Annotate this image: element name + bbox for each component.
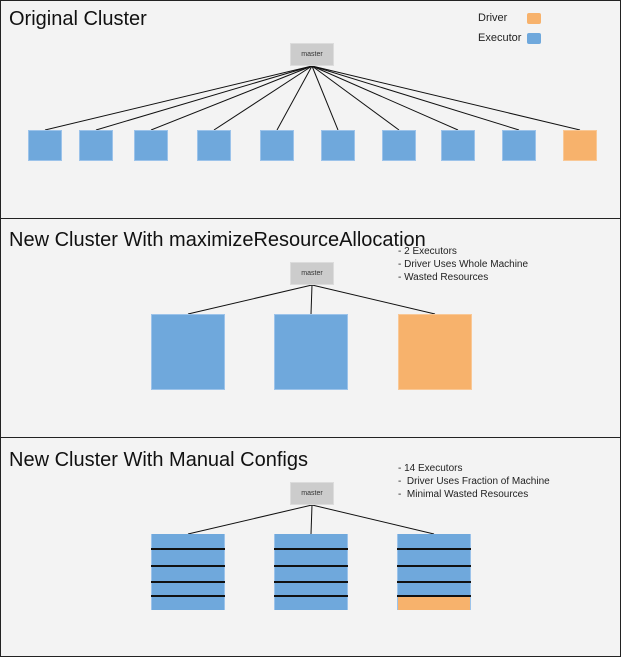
executor-slot bbox=[398, 549, 470, 566]
master-link-line bbox=[311, 284, 436, 315]
slot-divider bbox=[397, 548, 471, 550]
panel-notes: - 2 Executors - Driver Uses Whole Machin… bbox=[398, 245, 528, 284]
executor-node bbox=[197, 130, 231, 161]
slot-divider bbox=[151, 548, 225, 550]
master-link-line bbox=[311, 65, 339, 131]
executor-node bbox=[382, 130, 416, 161]
driver-node bbox=[563, 130, 597, 161]
executor-slot bbox=[152, 596, 224, 610]
master-link-line bbox=[150, 65, 313, 131]
executor-slot bbox=[398, 534, 470, 549]
slot-divider bbox=[397, 581, 471, 583]
legend-label-executor: Executor bbox=[478, 32, 522, 44]
executor-node bbox=[441, 130, 475, 161]
panel-divider bbox=[0, 437, 621, 438]
driver-slot bbox=[398, 596, 470, 610]
panel-divider bbox=[0, 218, 621, 219]
panel-title: Original Cluster bbox=[9, 8, 147, 30]
executor-node bbox=[151, 314, 225, 390]
slot-divider bbox=[274, 565, 348, 567]
note-line: - 14 Executors bbox=[398, 463, 463, 474]
slot-divider bbox=[151, 581, 225, 583]
executor-slot bbox=[152, 566, 224, 582]
executor-node bbox=[274, 314, 348, 390]
legend-swatch-driver bbox=[527, 13, 541, 24]
panel-title: New Cluster With Manual Configs bbox=[9, 449, 308, 471]
executor-node bbox=[321, 130, 355, 161]
legend-label-driver: Driver bbox=[478, 12, 508, 24]
master-link-line bbox=[310, 284, 313, 315]
slot-divider bbox=[397, 595, 471, 597]
executor-slot bbox=[398, 582, 470, 596]
connection-lines bbox=[187, 284, 436, 315]
executor-slot bbox=[152, 582, 224, 596]
panel-title: New Cluster With maximizeResourceAllocat… bbox=[9, 229, 426, 251]
master-link-line bbox=[311, 504, 435, 535]
executor-node bbox=[134, 130, 168, 161]
slot-divider bbox=[274, 595, 348, 597]
note-line: - Wasted Resources bbox=[398, 272, 489, 283]
legend-swatch-executor bbox=[527, 33, 541, 44]
note-line: - Driver Uses Fraction of Machine bbox=[398, 476, 550, 487]
slot-divider bbox=[151, 565, 225, 567]
executor-slot bbox=[152, 534, 224, 549]
machine-node bbox=[151, 534, 225, 610]
executor-slot bbox=[275, 582, 347, 596]
master-link-line bbox=[276, 65, 313, 131]
executor-slot bbox=[398, 566, 470, 582]
note-line: - 2 Executors bbox=[398, 246, 457, 257]
connection-lines bbox=[187, 504, 435, 535]
executor-node bbox=[260, 130, 294, 161]
connection-lines bbox=[44, 65, 581, 131]
machine-node bbox=[274, 534, 348, 610]
master-link-line bbox=[44, 65, 313, 131]
master-node: master bbox=[290, 482, 334, 505]
master-link-line bbox=[311, 65, 581, 131]
executor-node bbox=[28, 130, 62, 161]
master-link-line bbox=[310, 504, 313, 535]
master-link-line bbox=[187, 504, 313, 535]
master-link-line bbox=[187, 284, 313, 315]
executor-slot bbox=[275, 566, 347, 582]
master-link-line bbox=[311, 65, 400, 131]
slot-divider bbox=[274, 548, 348, 550]
executor-slot bbox=[152, 549, 224, 566]
slot-divider bbox=[274, 581, 348, 583]
slot-divider bbox=[151, 595, 225, 597]
master-node: master bbox=[290, 43, 334, 66]
executor-node bbox=[502, 130, 536, 161]
driver-node bbox=[398, 314, 472, 390]
master-node: master bbox=[290, 262, 334, 285]
note-line: - Minimal Wasted Resources bbox=[398, 489, 529, 500]
master-link-line bbox=[311, 65, 459, 131]
machine-node bbox=[397, 534, 471, 610]
executor-node bbox=[79, 130, 113, 161]
slot-divider bbox=[397, 565, 471, 567]
executor-slot bbox=[275, 596, 347, 610]
panel-notes: - 14 Executors - Driver Uses Fraction of… bbox=[398, 462, 550, 501]
master-link-line bbox=[95, 65, 313, 131]
master-link-line bbox=[213, 65, 313, 131]
executor-slot bbox=[275, 549, 347, 566]
master-link-line bbox=[311, 65, 520, 131]
note-line: - Driver Uses Whole Machine bbox=[398, 259, 529, 270]
executor-slot bbox=[275, 534, 347, 549]
